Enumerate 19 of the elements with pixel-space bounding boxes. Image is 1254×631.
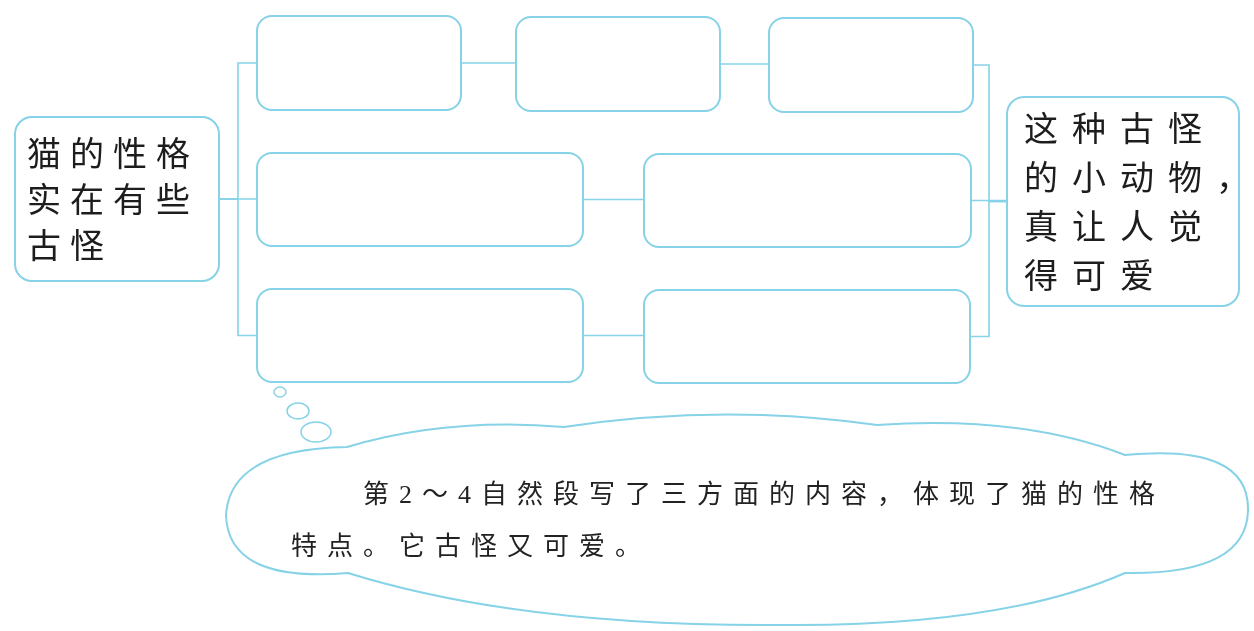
rounded-box [14,116,220,282]
connector-line [971,199,1007,202]
statement-text: 这种古怪的小动物，真让人觉得可爱 [1024,110,1234,297]
statement-text: 猫的性格实在有些古怪 [27,135,200,267]
connector-line [583,334,644,337]
answer-box [643,289,971,384]
answer-box [768,17,974,113]
answer-box [256,152,584,247]
connector-line [970,200,1007,338]
cloud-text: 第2～4自然段写了三方面的内容，体现了猫的性格特点。它古怪又可爱。 [291,479,1166,563]
answer-box [256,15,462,111]
rounded-box [1006,96,1240,307]
connector-line [720,63,769,65]
answer-box [515,16,721,112]
connector-line [583,198,644,201]
answer-box [256,288,584,383]
answer-box [643,153,972,248]
connector-line [219,198,257,337]
connector-line [461,62,516,64]
